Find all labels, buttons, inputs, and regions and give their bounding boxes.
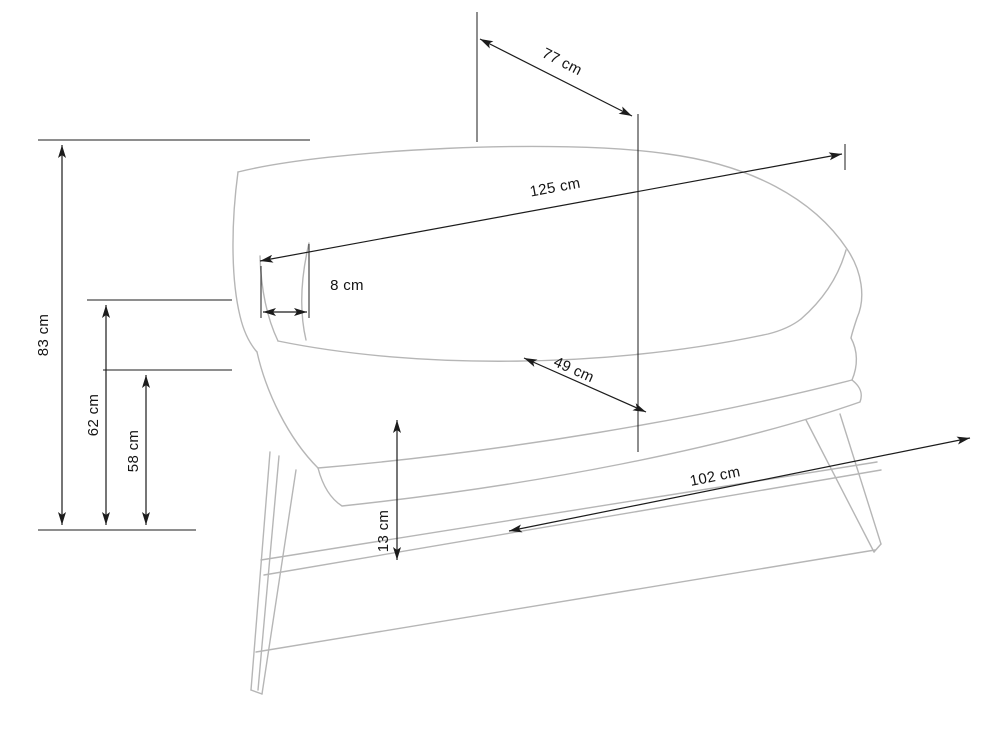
dimension-label-8cm: 8 cm (330, 277, 364, 294)
dimension-label-62cm: 62 cm (85, 394, 102, 436)
sofa-seat-left-edge (256, 351, 319, 469)
sofa-right-arm-inner-curve (800, 249, 847, 320)
dimension-label-13cm: 13 cm (375, 510, 392, 552)
sofa-back-cushion-inner-seam (301, 242, 310, 341)
sofa-left-leg-outer (250, 451, 271, 691)
dimension-125cm (259, 144, 846, 263)
sofa-illustration (232, 145, 882, 695)
sofa-back-cushion-left-edge (259, 255, 279, 342)
dimension-58cm (103, 369, 232, 525)
dimension-label-83cm: 83 cm (35, 314, 52, 356)
sofa-sled-runner (255, 549, 876, 653)
sofa-right-leg-outer (805, 419, 875, 553)
sofa-seat-front-edge (317, 379, 853, 469)
dimension-49cm (523, 357, 647, 413)
dimension-62cm (87, 299, 232, 525)
dimension-arrow-77cm (479, 38, 633, 117)
sofa-frame-rail-upper (260, 461, 878, 561)
dimension-arrow-102cm (508, 436, 971, 533)
sofa-left-leg-inner (261, 469, 297, 695)
dimension-annotations (38, 12, 971, 560)
dimension-77cm (476, 12, 639, 452)
sofa-backrest-outline (237, 145, 863, 339)
dimension-label-58cm: 58 cm (125, 430, 142, 472)
dimension-label-125cm: 125 cm (529, 175, 582, 201)
dimension-arrow-125cm (259, 152, 843, 263)
sofa-seat-right-edge (850, 337, 858, 381)
dimension-83cm (38, 139, 310, 531)
sofa-right-leg-foot (873, 543, 882, 553)
dimension-labels: 83 cm 62 cm 58 cm 13 cm 77 cm 125 cm 8 c… (35, 45, 742, 552)
sofa-frame-rail-lower (263, 469, 882, 576)
dimension-102cm (508, 436, 971, 533)
dimension-arrow-49cm (523, 357, 647, 413)
sofa-left-leg-foot (250, 689, 263, 695)
sofa-back-seat-seam (277, 318, 802, 362)
sofa-backrest-left-edge (232, 171, 258, 353)
dimension-label-77cm: 77 cm (539, 45, 584, 79)
